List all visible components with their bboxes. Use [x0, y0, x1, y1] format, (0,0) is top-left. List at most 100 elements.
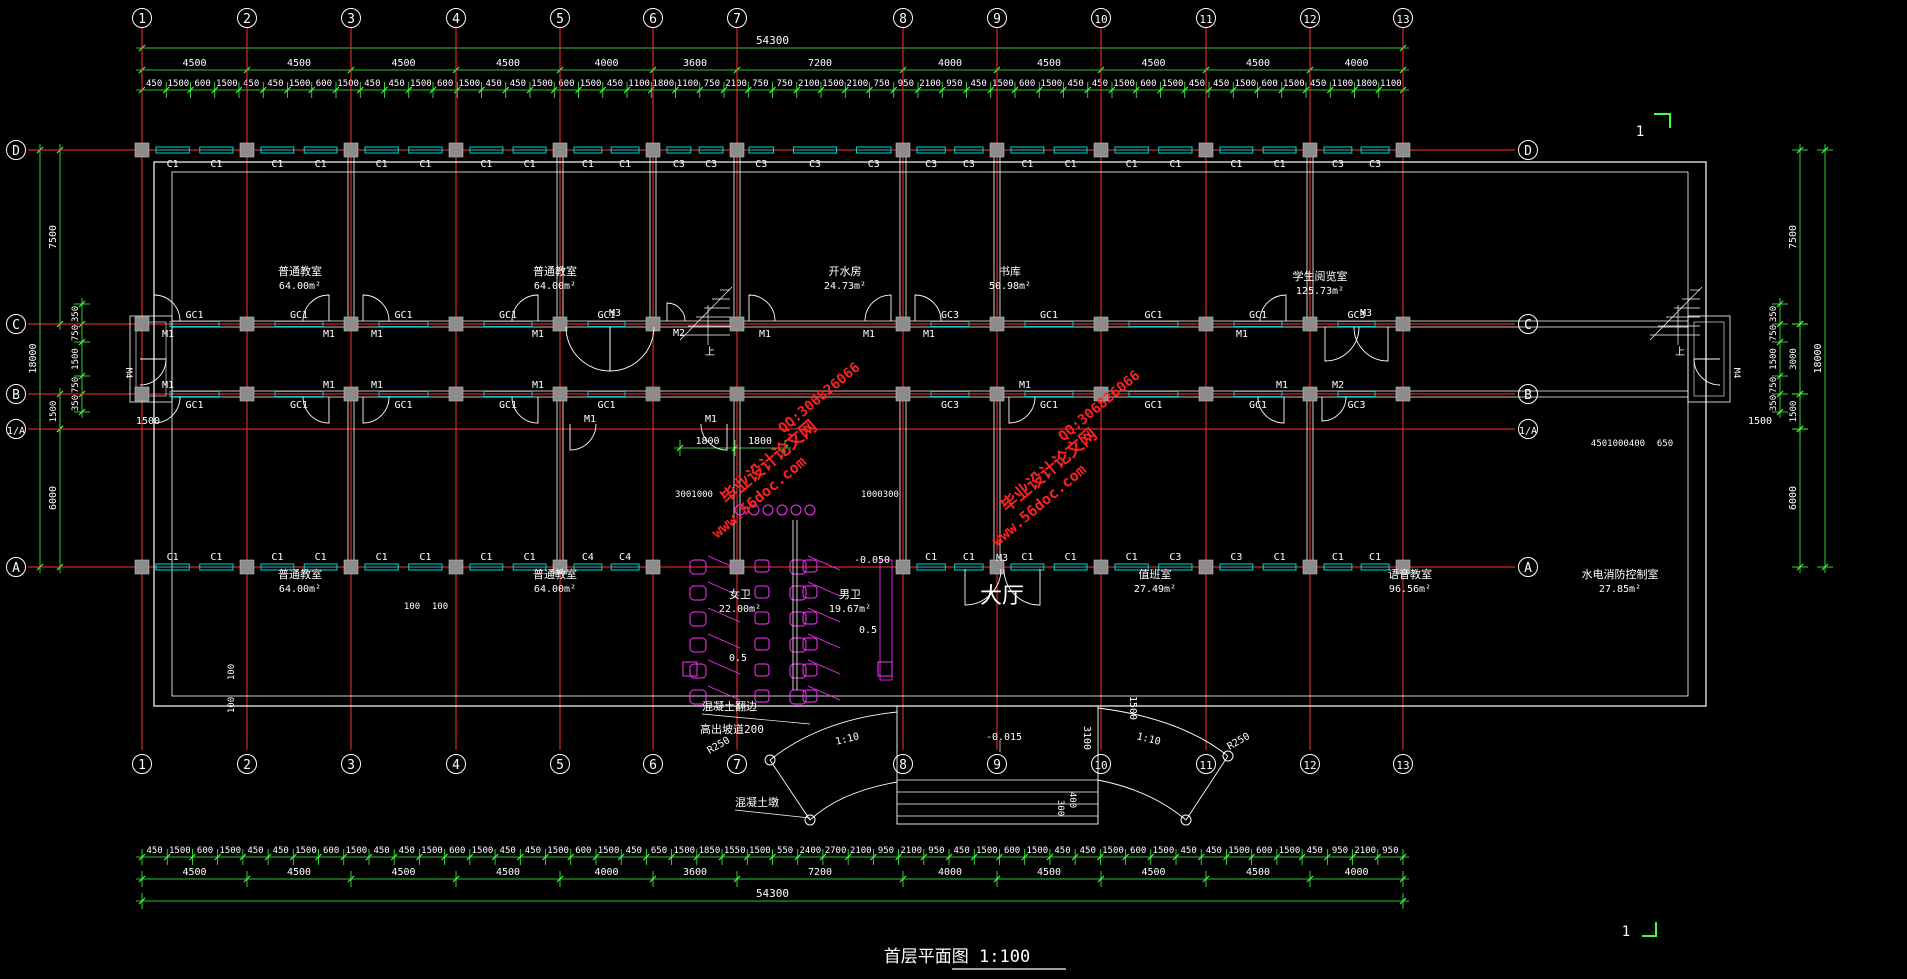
dim-top-detail-tick: [1326, 86, 1334, 94]
grid-bubble-label-10: 10: [1094, 759, 1107, 772]
window-north-label: C1: [376, 159, 388, 170]
window-corridor-label: GC3: [941, 310, 959, 321]
section-mark-arrow: [1654, 113, 1671, 128]
dim-top-detail-label: 1500: [410, 79, 432, 89]
grid-bubble-label-1: 1: [138, 758, 146, 773]
window-corridor-label: GC1: [597, 310, 615, 321]
dim-bottom-detail-label: 2700: [825, 846, 847, 856]
room-dim: 100: [404, 602, 420, 612]
door-m1: [153, 396, 181, 424]
dim-top-axes-label: 3600: [683, 58, 707, 69]
dim-bottom-axes-label: 4000: [594, 867, 618, 878]
window-south-label: C1: [210, 552, 222, 563]
dim-bottom-detail-label: 450: [247, 846, 263, 856]
dim-bottom-detail-tick: [1248, 853, 1256, 861]
column: [1302, 559, 1318, 575]
column: [1093, 559, 1109, 575]
dim-bottom-detail-tick: [340, 853, 348, 861]
dim-bottom-axes-label: 4500: [496, 867, 520, 878]
dim-bottom-axes-tick: [1399, 875, 1407, 883]
grid-bubble-label-3: 3: [347, 758, 355, 773]
dim-bottom-detail-label: 450: [146, 846, 162, 856]
dim-bottom-detail-tick: [542, 853, 549, 861]
ramp-west-inner: [809, 781, 898, 821]
window-corridor-label: GC1: [1040, 400, 1058, 411]
column: [448, 386, 464, 402]
window-corridor: [378, 321, 429, 327]
dim-top-detail-tick: [938, 86, 946, 94]
dim-top-detail-tick: [575, 86, 582, 94]
dim-top-detail-label: 450: [1189, 79, 1205, 89]
dim-stair-tick: [676, 444, 684, 452]
entry-300: 300: [1055, 800, 1065, 816]
window-corridor: [1024, 321, 1074, 327]
dim-bottom-axes-label: 4500: [287, 867, 311, 878]
dim-top-detail-tick: [1108, 86, 1116, 94]
dim-bottom-detail-tick: [491, 853, 499, 861]
dim-left-lower-label: 6000: [48, 486, 59, 510]
dim-bottom-axes-label: 4500: [1246, 867, 1270, 878]
dim-bottom-detail-label: 2100: [900, 846, 922, 856]
stair-up-label: 上: [1675, 346, 1685, 358]
room-name: 语音教室: [1388, 567, 1432, 581]
dim-bottom-detail-label: 450: [273, 846, 289, 856]
entrance-ramp-layer: [764, 705, 1234, 826]
dim-left-corridor-tick: [78, 372, 86, 380]
room-area: 125.73m²: [1296, 286, 1344, 297]
dim-bottom-detail-label: 1500: [1026, 846, 1048, 856]
dim-top-detail-label: 600: [558, 79, 574, 89]
window-north-label: C3: [1332, 159, 1344, 170]
door-m1: [153, 294, 181, 322]
door-m1: [914, 294, 942, 322]
column: [1093, 142, 1109, 158]
toilet-urinal: [754, 559, 770, 573]
toilet-women-partition: [707, 659, 741, 675]
room-area: 64.00m²: [534, 584, 576, 595]
toilet-basin: [734, 504, 746, 516]
dim-bottom-detail-label: 550: [777, 846, 793, 856]
dim-bottom-detail-tick: [769, 853, 776, 861]
grid-bubble-label-12: 12: [1303, 759, 1316, 772]
toilet-women-partition: [707, 581, 741, 597]
window-north-label: C3: [705, 159, 717, 170]
dim-top-axes-label: 4000: [1344, 58, 1368, 69]
stair-up-label: 上: [705, 346, 715, 358]
dim-top-detail-label: 1500: [459, 79, 481, 89]
column: [730, 387, 744, 401]
grid-bubble-C: [1518, 314, 1538, 334]
window-corridor: [483, 391, 533, 397]
dim-bottom-detail-label: 1500: [749, 846, 771, 856]
column: [134, 142, 150, 158]
grid-bubble-1/A: [6, 419, 26, 439]
dim-top-axes-label: 4000: [594, 58, 618, 69]
room-area: 96.56m²: [1389, 584, 1431, 595]
toilet-mop-sink: [682, 661, 698, 677]
section-mark: 1: [1622, 924, 1630, 940]
window-north-label: C1: [419, 159, 431, 170]
grid-bubble-label-A: A: [1524, 561, 1532, 576]
dim-right-strip-tick: [1796, 390, 1804, 398]
dim-bottom-total-label: 54300: [756, 887, 789, 900]
dim-bottom-detail-label: 450: [500, 846, 516, 856]
window-corridor: [169, 321, 220, 327]
toilet-basin: [804, 504, 816, 516]
dim-bottom-detail-label: 450: [399, 846, 415, 856]
toilet-women-fixture: [689, 637, 707, 653]
window-corridor-label: GC1: [499, 400, 517, 411]
dim-bottom-detail-label: 1500: [1228, 846, 1250, 856]
dim-bottom-axes-label: 4000: [938, 867, 962, 878]
dim-bottom-detail-label: 600: [323, 846, 339, 856]
window-south-label: C1: [1274, 552, 1286, 563]
dim-right-strip-tick: [1796, 425, 1804, 433]
dim-bottom-axes-label: 3600: [683, 867, 707, 878]
toilet-urinal: [802, 689, 818, 703]
dim-top-detail-label: 450: [970, 79, 986, 89]
door-m2-label: M2: [673, 328, 685, 339]
window-corridor: [274, 391, 324, 397]
dim-top-detail-tick: [1302, 86, 1310, 94]
grid-bubble-5: [550, 8, 570, 28]
door-m3-label: M3: [609, 308, 621, 319]
dim-top-detail-tick: [478, 86, 485, 94]
door-m1-label: M1: [323, 329, 335, 340]
